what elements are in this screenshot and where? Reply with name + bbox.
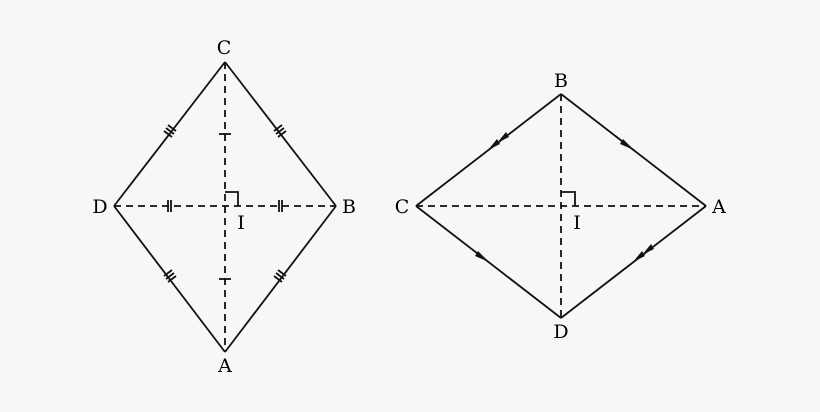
- left-triple-tick-dc: [163, 124, 177, 138]
- left-side-dc: [113, 61, 226, 207]
- right-side-ad: [560, 205, 707, 319]
- right-vertex-a-label: A: [711, 196, 726, 218]
- right-arrow-ad-double: [642, 244, 654, 255]
- right-arrow-ad-single: [633, 251, 645, 262]
- right-arrow-cd: [475, 251, 489, 262]
- left-center-i-label: I: [237, 212, 245, 234]
- right-right-angle-mark: [561, 191, 576, 206]
- right-vertex-d-label: D: [553, 321, 568, 343]
- right-center-i-label: I: [573, 212, 581, 234]
- right-arrow-ba: [620, 139, 634, 150]
- right-vertex-b-label: B: [554, 70, 568, 92]
- left-triple-tick-cb: [273, 124, 287, 138]
- right-arrow-bc-double: [497, 132, 509, 143]
- left-side-ad: [113, 205, 226, 353]
- right-side-ba: [560, 93, 707, 207]
- rhombus-right-figure: [415, 93, 707, 319]
- left-vertex-c-label: C: [217, 37, 232, 59]
- left-side-ba: [224, 205, 337, 353]
- left-vertex-a-label: A: [217, 355, 232, 377]
- left-vertex-b-label: B: [342, 196, 356, 218]
- left-triple-tick-ad: [163, 269, 177, 283]
- left-double-tick-ib: [278, 200, 283, 212]
- left-double-tick-di: [167, 200, 172, 212]
- left-right-angle-mark: [225, 191, 239, 206]
- left-vertex-d-label: D: [92, 196, 107, 218]
- right-side-cd: [415, 205, 562, 319]
- rhombus-left-figure: [113, 61, 337, 353]
- left-triple-tick-ba: [273, 269, 287, 283]
- right-side-bc: [415, 93, 562, 207]
- right-arrow-bc-single: [488, 139, 500, 150]
- right-vertex-c-label: C: [395, 196, 410, 218]
